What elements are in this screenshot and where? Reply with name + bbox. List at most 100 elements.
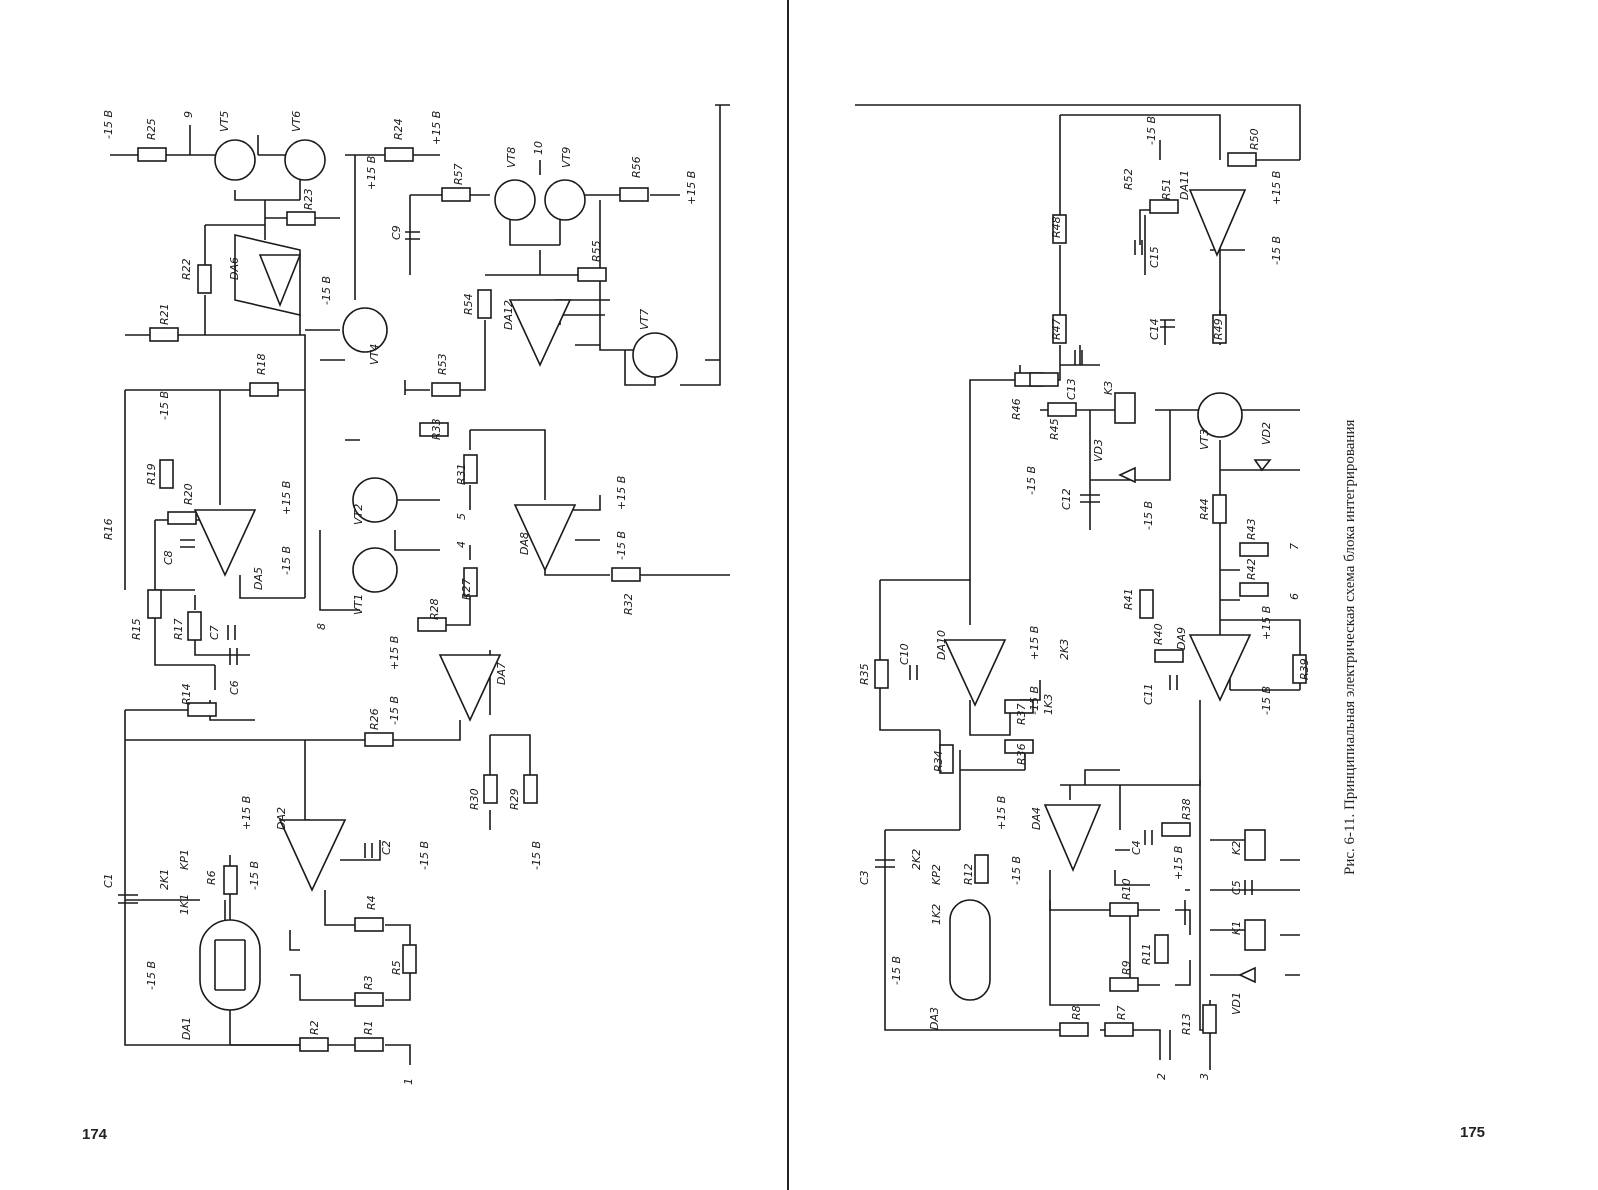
label-r54: R54 <box>462 293 475 315</box>
label-r27: R27 <box>460 578 473 600</box>
label-r38: R38 <box>1180 798 1193 820</box>
label-r29: R29 <box>508 788 521 810</box>
label-r4: R4 <box>365 895 378 910</box>
label-m15-r26: -15 В <box>388 696 401 725</box>
label-n1: 1 <box>402 1078 415 1085</box>
label-c15: C15 <box>1148 246 1161 268</box>
label-m15-r29: -15 В <box>530 841 543 870</box>
label-r2: R2 <box>308 1020 321 1035</box>
label-n5: 5 <box>455 513 468 520</box>
label-r43: R43 <box>1245 518 1258 540</box>
label-m15-r19: -15 В <box>158 391 171 420</box>
label-p15-da8: +15 В <box>615 476 628 510</box>
label-m15-r41: -15 В <box>1142 501 1155 530</box>
label-c2: C2 <box>380 840 393 855</box>
label-r41: R41 <box>1122 588 1135 610</box>
left-wires <box>110 104 730 1065</box>
label-c12: C12 <box>1060 488 1073 510</box>
label-vt7: VT7 <box>638 309 651 330</box>
label-r42: R42 <box>1245 558 1258 580</box>
label-r8: R8 <box>1070 1005 1083 1020</box>
label-da1: DA1 <box>180 1017 193 1040</box>
label-r21: R21 <box>158 303 171 325</box>
right-resistors <box>874 152 1307 1037</box>
label-m15-da11: -15 В <box>1270 236 1283 265</box>
label-p15-da7: +15 В <box>388 636 401 670</box>
label-r25: R25 <box>145 118 158 140</box>
label-p15-da9: +15 В <box>1260 606 1273 640</box>
label-r10: R10 <box>1120 878 1133 900</box>
label-n9: 9 <box>182 111 195 118</box>
label-m15-r5: -15 В <box>418 841 431 870</box>
label-r50: R50 <box>1248 128 1261 150</box>
left-opamps <box>193 233 577 892</box>
label-r12: R12 <box>962 863 975 885</box>
label-da5: DA5 <box>252 567 265 590</box>
da1-symbol <box>199 919 261 1011</box>
label-p15-da5: +15 В <box>280 481 293 515</box>
label-r24: R24 <box>392 118 405 140</box>
label-c8: C8 <box>162 550 175 565</box>
left-resistors <box>137 147 649 1052</box>
label-vt9: VT9 <box>560 147 573 168</box>
label-r46: R46 <box>1010 398 1023 420</box>
label-p15-r11: +15 В <box>1172 846 1185 880</box>
label-m15-da1: -15 В <box>145 961 158 990</box>
label-c10: C10 <box>898 643 911 665</box>
label-da10: DA10 <box>935 630 948 660</box>
label-m15-da5: -15 В <box>280 546 293 575</box>
label-m15-r45: -15 В <box>1025 466 1038 495</box>
label-r6: R6 <box>205 870 218 885</box>
label-m15-r25: -15 В <box>102 110 115 139</box>
right-relays <box>1114 392 1272 984</box>
label-c14: C14 <box>1148 318 1161 340</box>
left-schematic: -15 В R25 9 VT5 VT6 R24 +15 В R23 R22 R2… <box>102 104 730 1085</box>
label-r9: R9 <box>1120 960 1133 975</box>
label-r39: R39 <box>1298 658 1311 680</box>
label-r26: R26 <box>368 708 381 730</box>
label-r19: R19 <box>145 463 158 485</box>
label-r34: R34 <box>932 750 945 772</box>
book-spine <box>787 0 789 1190</box>
label-m15-da2: -15 В <box>248 861 261 890</box>
label-r45: R45 <box>1048 418 1061 440</box>
label-vt2: VT2 <box>352 504 365 525</box>
label-r33: R33 <box>430 418 443 440</box>
label-r16: R16 <box>102 518 115 540</box>
label-r18: R18 <box>255 353 268 375</box>
label-vt1: VT1 <box>352 594 365 615</box>
label-r55: R55 <box>590 240 603 262</box>
label-m15-da8: -15 В <box>615 531 628 560</box>
label-da11: DA11 <box>1178 170 1191 200</box>
label-r22: R22 <box>180 258 193 280</box>
label-da8: DA8 <box>518 532 531 555</box>
left-transistors <box>214 139 678 593</box>
label-n3: 3 <box>1198 1073 1211 1080</box>
label-r47: R47 <box>1050 318 1063 340</box>
label-kp1: KP1 <box>178 849 191 870</box>
page-number-left: 174 <box>82 1126 108 1143</box>
label-2k3: 2K3 <box>1058 639 1071 660</box>
label-n7: 7 <box>1288 543 1301 550</box>
label-m15-da4: -15 В <box>1010 856 1023 885</box>
label-r15: R15 <box>130 618 143 640</box>
label-r49: R49 <box>1212 318 1225 340</box>
label-r23: R23 <box>302 188 315 210</box>
label-c9: C9 <box>390 225 403 240</box>
label-2k1: 2K1 <box>158 869 171 890</box>
label-2k2: 2K2 <box>910 849 923 870</box>
right-transistors <box>949 392 1243 1001</box>
figure-caption: Рис. 6-11. Принципиальная электрическая … <box>1342 419 1358 875</box>
label-vt5: VT5 <box>218 111 231 132</box>
label-c11: C11 <box>1142 683 1155 705</box>
label-c5: C5 <box>1230 880 1243 895</box>
label-m15-da6: -15 В <box>320 276 333 305</box>
label-da6: DA6 <box>228 257 241 280</box>
label-r14: R14 <box>180 683 193 705</box>
label-m15-da3: -15 В <box>890 956 903 985</box>
label-k1: K1 <box>1230 921 1243 935</box>
label-da7: DA7 <box>495 662 508 685</box>
label-r35: R35 <box>858 663 871 685</box>
label-p15-r12: +15 В <box>995 796 1008 830</box>
label-r13: R13 <box>1180 1013 1193 1035</box>
